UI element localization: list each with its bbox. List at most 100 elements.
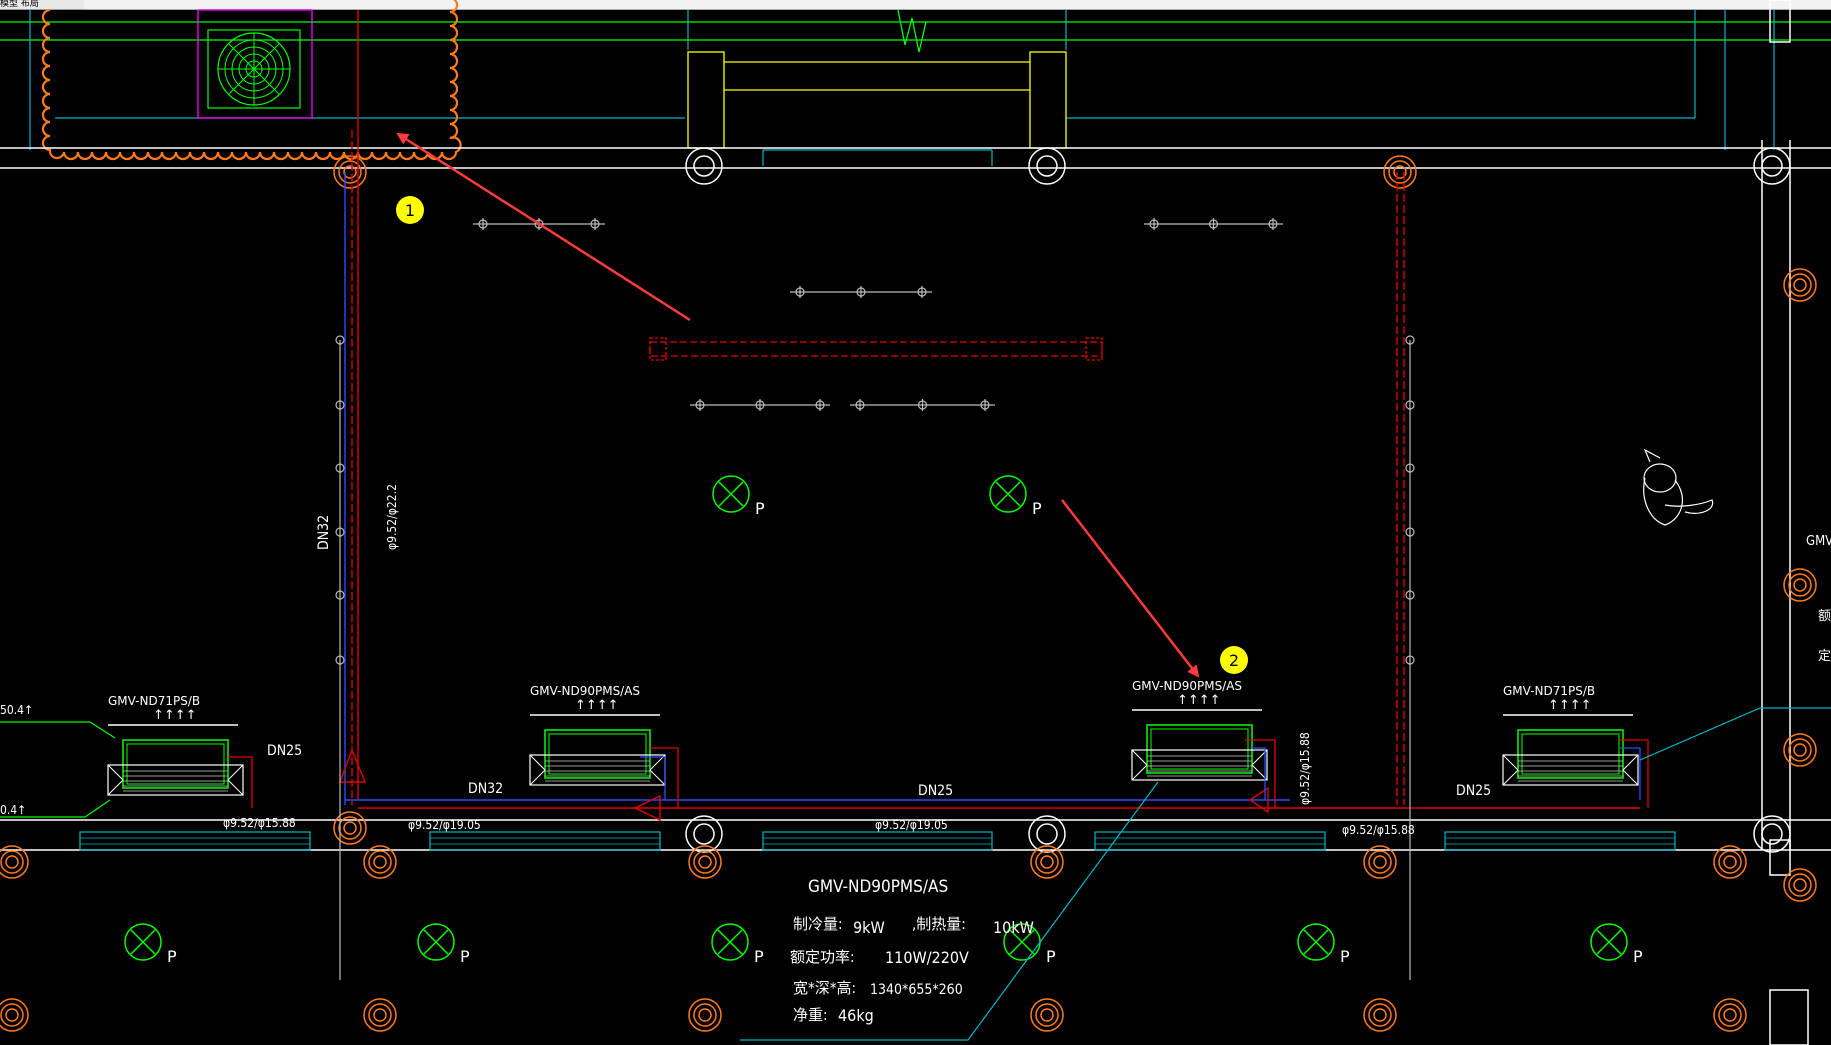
floor-drain-label: P bbox=[754, 947, 764, 966]
column-inner bbox=[1036, 823, 1058, 845]
dn25-mid-label: DN25 bbox=[918, 783, 953, 799]
marker-2-label: 2 bbox=[1229, 651, 1239, 670]
floor-drain-label: P bbox=[1046, 947, 1056, 966]
spec-dims-value: 1340*655*260 bbox=[870, 982, 963, 998]
hanger-node bbox=[1405, 655, 1415, 665]
floor-drain-icon: P bbox=[1297, 923, 1350, 966]
tab-strip bbox=[84, 0, 1831, 10]
right-edge-char-2: 定 bbox=[1818, 649, 1831, 664]
unit-airflow-arrows: ↑↑↑↑ bbox=[153, 708, 197, 723]
structural-columns bbox=[685, 147, 1791, 853]
spec-title: GMV-ND90PMS/AS bbox=[808, 877, 948, 897]
hanger-node bbox=[335, 590, 345, 600]
column-inner bbox=[693, 155, 715, 177]
orange-column-symbol bbox=[1030, 998, 1064, 1032]
column-inner bbox=[1761, 823, 1783, 845]
exhaust-fan-icon bbox=[197, 9, 313, 119]
column-inner bbox=[693, 823, 715, 845]
annotation-arrow-1 bbox=[396, 132, 691, 322]
left-edge-label-1: 50.4↑ bbox=[0, 703, 33, 717]
hanger-node bbox=[1405, 463, 1415, 473]
column-outer bbox=[685, 147, 723, 185]
annotation-arrow-2 bbox=[1061, 499, 1200, 678]
revision-cloud bbox=[41, 0, 462, 161]
annotation-marker-1: 1 bbox=[396, 196, 424, 224]
orange-column-symbol bbox=[333, 811, 367, 845]
hanger-node bbox=[335, 527, 345, 537]
pipe-c-label: φ9.52/φ19.05 bbox=[875, 818, 948, 832]
spec-power-value: 110W/220V bbox=[885, 948, 969, 967]
spec-heating-value: 10kW bbox=[993, 918, 1034, 937]
window-hatch bbox=[80, 837, 1675, 845]
column-outer bbox=[685, 815, 723, 853]
spec-power-label: 额定功率: bbox=[790, 948, 855, 966]
pipe-labels: DN32 φ9.52/φ22.2 DN25 DN32 DN25 DN25 φ9.… bbox=[0, 484, 1831, 837]
orange-column-symbol bbox=[1383, 155, 1417, 189]
pipe-a-label: φ9.52/φ15.88 bbox=[223, 816, 296, 830]
orange-column-symbol bbox=[1363, 998, 1397, 1032]
orange-column-symbol bbox=[0, 845, 29, 879]
indoor-unit: GMV-ND90PMS/AS↑↑↑↑ bbox=[529, 684, 666, 786]
orange-column-symbol bbox=[333, 155, 367, 189]
floor-drain-icon: P bbox=[711, 923, 764, 966]
leader-lines bbox=[0, 707, 1831, 1041]
hanger-node bbox=[1405, 400, 1415, 410]
orange-column-symbol bbox=[1713, 998, 1747, 1032]
hanger-node bbox=[1405, 590, 1415, 600]
unit-model-label: GMV-ND90PMS/AS bbox=[1132, 679, 1242, 693]
unit-airflow-arrows: ↑↑↑↑ bbox=[1548, 698, 1592, 713]
break-line-symbol bbox=[897, 9, 927, 53]
pipe-b-label: φ9.52/φ19.05 bbox=[408, 818, 481, 832]
top-cyan-lines bbox=[29, 10, 1775, 166]
orange-column-symbol bbox=[0, 998, 29, 1032]
column-inner bbox=[1036, 155, 1058, 177]
unit-model-label: GMV-ND71PS/B bbox=[108, 694, 200, 708]
floor-drain-icon: P bbox=[712, 475, 765, 518]
annotation-arrows bbox=[396, 132, 1200, 678]
orange-column-symbol bbox=[1713, 845, 1747, 879]
floor-drain-label: P bbox=[1032, 499, 1042, 518]
hanger-node bbox=[335, 463, 345, 473]
indoor-unit: GMV-ND71PS/B↑↑↑↑ bbox=[1502, 684, 1639, 786]
right-edge-char-1: 额 bbox=[1818, 609, 1831, 624]
right-edge-label: GMV bbox=[1806, 534, 1831, 549]
floor-drain-label: P bbox=[460, 947, 470, 966]
floor-drain-label: P bbox=[1633, 947, 1643, 966]
person-sketch-icon bbox=[1643, 448, 1714, 526]
orange-column-symbol bbox=[1030, 845, 1064, 879]
pipe-vertical-label: φ9.52/φ22.2 bbox=[385, 484, 399, 550]
window-openings bbox=[79, 831, 1676, 851]
spec-cooling-label: 制冷量: bbox=[793, 915, 843, 933]
floor-drain-label: P bbox=[755, 499, 765, 518]
floor-drain-icon: P bbox=[1590, 923, 1643, 966]
unit-airflow-arrows: ↑↑↑↑ bbox=[1177, 693, 1221, 708]
orange-column-symbol bbox=[363, 845, 397, 879]
orange-column-symbols bbox=[0, 155, 1817, 1032]
orange-column-symbol bbox=[1783, 868, 1817, 902]
column-outer bbox=[1028, 147, 1066, 185]
orange-column-symbol bbox=[688, 845, 722, 879]
pipe-d-label: φ9.52/φ15.88 bbox=[1342, 823, 1415, 837]
unit-spec-block: GMV-ND90PMS/AS 制冷量: 9kW ,制热量: 10kW 额定功率:… bbox=[790, 877, 1034, 1025]
orange-column-symbol bbox=[363, 998, 397, 1032]
refrigerant-pipes bbox=[338, 10, 1640, 822]
indoor-unit: GMV-ND90PMS/AS↑↑↑↑ bbox=[1131, 679, 1268, 781]
floor-drain-icon: P bbox=[417, 923, 470, 966]
column-outer bbox=[1753, 815, 1791, 853]
dn25-left-label: DN25 bbox=[267, 743, 302, 759]
annotation-marker-2: 2 bbox=[1220, 646, 1248, 674]
floor-drain-label: P bbox=[1340, 947, 1350, 966]
orange-column-symbol bbox=[1783, 568, 1817, 602]
marker-1-label: 1 bbox=[405, 201, 415, 220]
spec-heating-label: ,制热量: bbox=[912, 915, 966, 933]
dn32-mid-label: DN32 bbox=[468, 781, 503, 797]
dn25-right-label: DN25 bbox=[1456, 783, 1491, 799]
orange-column-symbol bbox=[1783, 733, 1817, 767]
column-outer bbox=[1028, 815, 1066, 853]
orange-column-symbol bbox=[1783, 268, 1817, 302]
orange-column-symbol bbox=[688, 998, 722, 1032]
indoor-units: GMV-ND71PS/B↑↑↑↑GMV-ND90PMS/AS↑↑↑↑GMV-ND… bbox=[107, 679, 1639, 796]
yellow-opening bbox=[687, 51, 1067, 149]
